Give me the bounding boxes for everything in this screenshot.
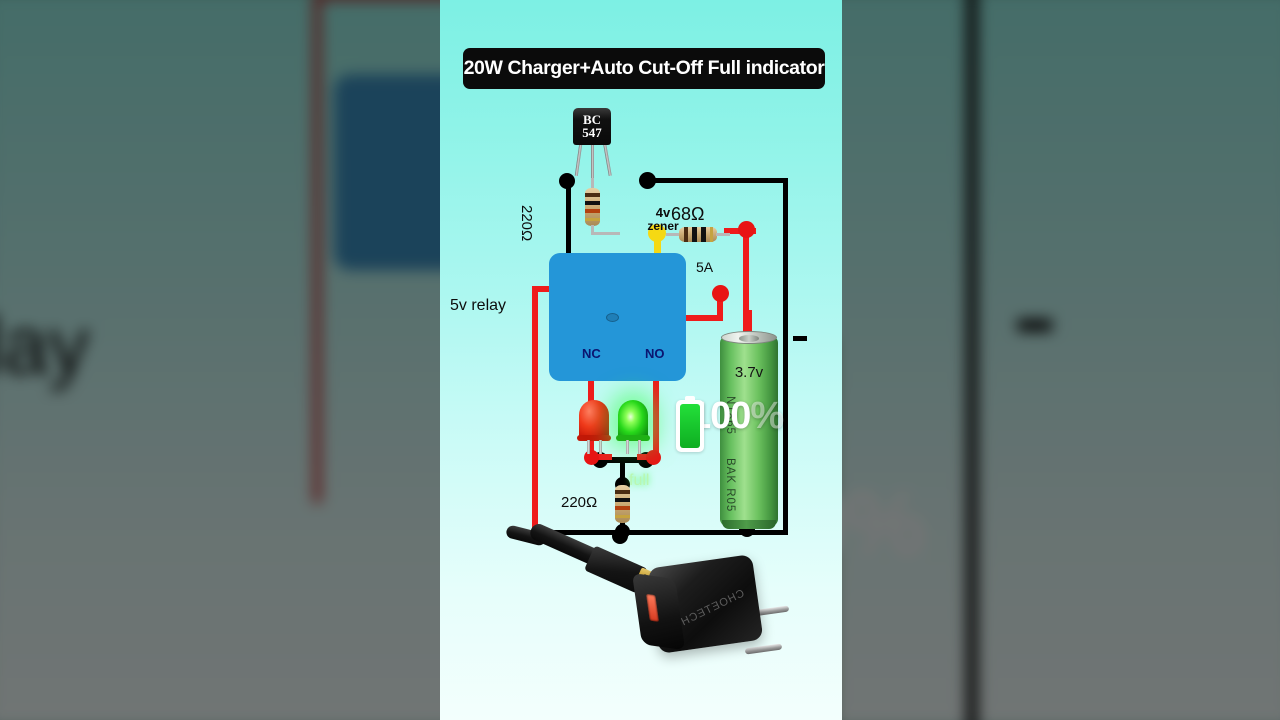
transistor-bc547[interactable]: BC 547 (573, 108, 611, 145)
title-text: 20W Charger+Auto Cut-Off Full indicator (463, 57, 825, 79)
label-5a: 5A (696, 259, 714, 275)
resistor-base-lead-top (591, 178, 594, 190)
resistor-68-body (679, 227, 717, 242)
wire-black-bottom-rail (528, 530, 788, 535)
battery-voltage-label: 3.7v (734, 364, 764, 381)
node-black-bottom-rail (612, 528, 628, 544)
node-red-led-green-anode (646, 450, 661, 465)
led-red-flange (577, 435, 611, 441)
transistor-line1: BC (582, 112, 602, 127)
battery-icon-fill (680, 404, 700, 448)
wire-black-collector-top (645, 178, 788, 183)
led-red-pin-cathode (599, 440, 602, 454)
battery-code-line2: BAK R05 (724, 458, 736, 513)
relay-terminal-no-label: NO (645, 346, 665, 361)
diagram-panel: 20W Charger+Auto Cut-Off Full indicator (440, 0, 842, 720)
led-red[interactable] (577, 400, 611, 454)
node-yellow-top (648, 224, 666, 242)
node-red-diode-cathode (712, 285, 729, 302)
usb-wall-charger[interactable]: CHOETECH (631, 554, 764, 654)
wire-red-left-rail (532, 286, 538, 532)
wire-red-battery-pos (746, 310, 752, 340)
battery-positive-terminal (739, 335, 759, 342)
charger-brand-label: CHOETECH (678, 587, 747, 629)
relay-screw-icon (606, 313, 619, 322)
label-220-led: 220Ω (561, 494, 598, 511)
battery-status-icon (676, 396, 704, 452)
led-red-dome (579, 400, 609, 440)
label-zener-voltage: 4v (655, 205, 671, 220)
wire-yellow-relay-coil (654, 230, 661, 275)
led-green-pin-cathode (638, 440, 641, 454)
battery-charge-overlay: 100% (690, 395, 784, 438)
resistor-68-lead-left (666, 233, 680, 236)
wire-red-nc-to-led (588, 454, 612, 460)
transistor-leg-base (591, 144, 594, 178)
resistor-base-lead-join (592, 232, 620, 235)
resistor-led-body (615, 485, 630, 523)
charger-front-face (631, 572, 686, 651)
relay-terminal-nc-label: NC (582, 346, 601, 361)
label-68-ohm: 68Ω (671, 204, 705, 224)
led-red-pin-anode (587, 440, 590, 454)
title-banner: 20W Charger+Auto Cut-Off Full indicator (463, 48, 825, 89)
label-zener-name: zener (647, 219, 679, 233)
wire-black-relay-coil-left (566, 180, 571, 280)
node-black-collector (639, 172, 656, 189)
negative-polarity-marker (793, 336, 807, 341)
charger-prong-bottom (744, 643, 783, 655)
wire-black-led-to-resistor (620, 457, 625, 484)
wire-red-right-down (743, 228, 749, 348)
resistor-68-lead-right (716, 233, 730, 236)
battery-negative-end (722, 520, 776, 529)
transistor-leg-collector (603, 143, 612, 177)
led-green-flange (616, 435, 650, 441)
node-red-68r (738, 221, 755, 238)
led-green-pin-anode (626, 440, 629, 454)
battery-18650[interactable]: 3.7v N1865 BAK R05 (720, 331, 778, 529)
led-green-dome (618, 400, 648, 440)
label-5v-relay: 5v relay (450, 297, 507, 314)
resistor-base-lead-bottom (591, 225, 594, 235)
wire-black-right-rail (783, 178, 788, 535)
wire-red-no-down (653, 363, 659, 460)
label-220-base: 220Ω (518, 205, 535, 242)
battery-icon-nub (685, 396, 695, 401)
transistor-leg-emitter (574, 143, 583, 177)
transistor-line2: 547 (582, 125, 602, 140)
battery-charge-unit: % (750, 395, 784, 437)
node-black-base (559, 173, 575, 189)
wire-red-diode-down (717, 290, 723, 318)
label-full: full (629, 472, 650, 489)
led-green[interactable] (616, 400, 650, 454)
resistor-base-body (585, 188, 600, 226)
